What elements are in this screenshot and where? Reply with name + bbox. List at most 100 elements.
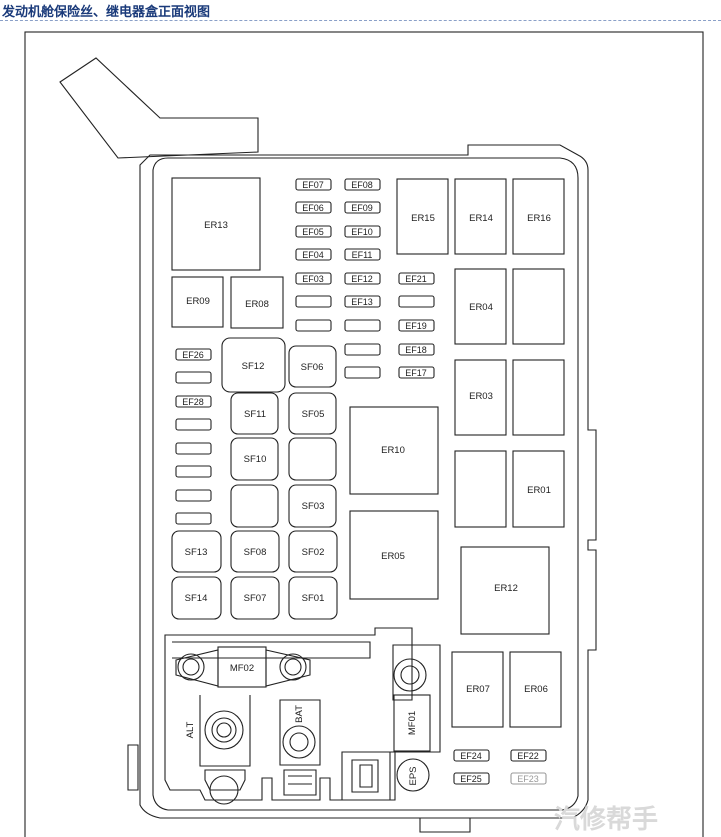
mf02-left-bolt [177,653,205,681]
fuse-blank-j [175,465,212,478]
relay-ER13 [171,177,261,271]
label-SF11: SF11 [244,409,266,420]
relay-ER10 [349,406,439,495]
alt-terminal-housing [199,695,251,767]
fuse-EF08 [344,178,381,191]
watermark: 汽修帮手 [554,804,658,835]
fuse-EF19 [398,319,435,332]
fuse-blank-l [175,512,212,525]
label-SF13: SF13 [185,547,208,558]
label-EF23: EF23 [517,774,539,784]
fuse-blank-c [295,319,332,332]
fuse-blank-sq-1 [288,437,337,481]
label-EF03: EF03 [302,274,324,284]
fuse-blank-k [175,489,212,502]
fuse-blank-f [344,366,381,379]
label-ER07: ER07 [466,684,490,695]
mf01-bolt [393,658,427,692]
label-EF18: EF18 [405,345,427,355]
relay-ER14 [454,178,507,255]
fuse-EF25 [453,772,490,785]
fuse-SF01 [288,576,338,620]
alt-bolt [204,710,244,750]
mf02-left-bolt-inner [182,658,200,676]
mf02-right-bolt [279,653,307,681]
bat-base-ribs [288,775,312,785]
fuse-EF03 [295,272,332,285]
bat-terminal-housing [279,699,321,766]
label-EF25: EF25 [460,774,482,784]
label-SF10: SF10 [244,454,267,465]
fuse-SF07 [230,576,280,620]
label-EPS: EPS [408,766,419,785]
label-SF08: SF08 [244,547,267,558]
title-divider [0,20,721,21]
relay-ER09 [171,276,224,328]
label-ER01: ER01 [527,485,551,496]
label-EF07: EF07 [302,180,324,190]
label-EF17: EF17 [405,368,427,378]
page-title: 发动机舱保险丝、继电器盒正面视图 [2,5,211,20]
side-tab [127,744,139,791]
relay-ER12 [460,546,550,635]
eps-connector-pin [359,764,373,788]
fuse-blank-b [398,295,435,308]
relay-ER16 [512,178,565,255]
alt-base [204,769,246,791]
label-ER10: ER10 [381,445,405,456]
label-EF05: EF05 [302,227,324,237]
mf02-right-lug [265,649,311,687]
fuse-SF13 [171,530,222,573]
label-EF09: EF09 [351,203,373,213]
fuse-EF18 [398,343,435,356]
label-SF07: SF07 [244,593,267,604]
label-ER04: ER04 [469,302,493,313]
fuse-blank-h [175,418,212,431]
fuse-blank-g [175,371,212,384]
label-ER03: ER03 [469,391,493,402]
fuse-EF21 [398,272,435,285]
label-EF22: EF22 [517,751,539,761]
bottom-tab [419,818,471,833]
label-SF01: SF01 [302,593,325,604]
fuse-EF11 [344,248,381,261]
relay-ER03 [454,359,507,436]
fuse-blank-d [344,319,381,332]
fuse-SF10 [230,437,279,481]
fuse-SF05 [288,392,337,435]
eps-connector-inner [351,759,379,793]
label-EF10: EF10 [351,227,373,237]
label-ER13: ER13 [204,220,228,231]
fuse-blank-a [295,295,332,308]
fuse-SF06 [288,345,337,388]
relay-blank-3 [454,450,507,528]
relay-ER01 [512,450,565,528]
mf02-right-bolt-inner [284,658,302,676]
bus-bar [172,641,371,659]
fuse-EF12 [344,272,381,285]
label-ER16: ER16 [527,213,551,224]
relay-ER08 [230,276,284,329]
alt-bolt-inner [211,717,237,743]
fuse-EF24 [453,749,490,762]
label-EF26: EF26 [182,350,204,360]
eps-bolt [396,758,430,792]
fuse-EF26 [175,348,212,361]
label-ER15: ER15 [411,213,435,224]
label-MF02: MF02 [230,663,254,674]
bat-base [283,769,317,796]
label-SF06: SF06 [301,362,324,373]
fuse-SF14 [171,576,222,620]
fuse-EF04 [295,248,332,261]
label-SF14: SF14 [185,593,208,604]
fuse-EF13 [344,295,381,308]
fuse-SF02 [288,530,338,573]
label-ER12: ER12 [494,583,518,594]
fuse-EF23 [510,772,547,785]
fuse-EF17 [398,366,435,379]
alt-nut [209,775,239,805]
fuse-EF28 [175,395,212,408]
label-EF12: EF12 [351,274,373,284]
label-ER09: ER09 [186,296,210,307]
